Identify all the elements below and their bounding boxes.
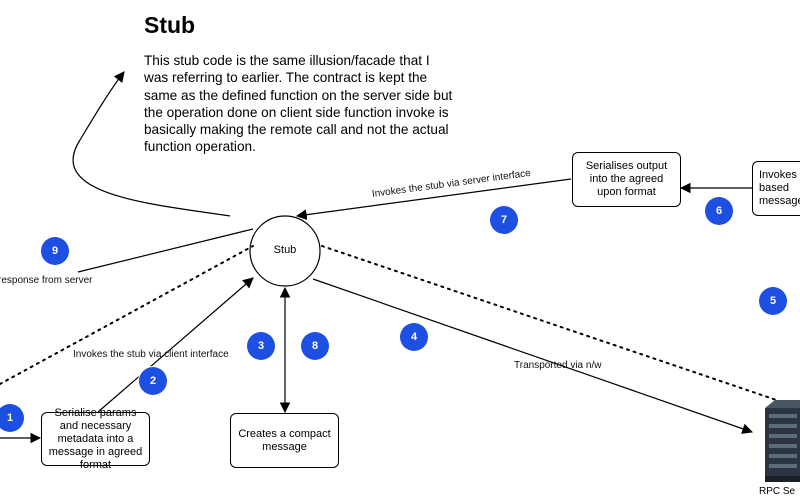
- stub-description: This stub code is the same illusion/faca…: [144, 53, 453, 155]
- edge-transported: [312, 278, 754, 434]
- rpc-server-label: RPC Se: [759, 486, 796, 497]
- edge-label-client-interface: Invokes the stub via client interface: [73, 349, 229, 360]
- step-badge-2: 2: [139, 367, 167, 395]
- step-badge-9: 9: [41, 237, 69, 265]
- dotted-link-right: [321, 245, 800, 409]
- compact-message-box[interactable]: Creates a compact message: [230, 413, 339, 468]
- invokes-box[interactable]: Invokes based message: [752, 161, 800, 216]
- page-title: Stub: [144, 12, 196, 38]
- invokes-text: Invokes based message: [759, 169, 800, 207]
- serialise-params-box[interactable]: Serialise params and necessary metadata …: [41, 407, 150, 471]
- serialise-params-text: Serialise params and necessary metadata …: [48, 406, 143, 471]
- edge-label-response: response from server: [0, 275, 93, 286]
- step-badge-8: 8: [301, 332, 329, 360]
- stub-node[interactable]: [249, 215, 321, 287]
- step-badge-5: 5: [759, 287, 787, 315]
- edge-response: [77, 228, 254, 273]
- serialise-output-text: Serialises output into the agreed upon f…: [585, 160, 668, 198]
- server-icon: [765, 400, 800, 482]
- curve-arrow-to-description: [72, 71, 231, 217]
- step-badge-1: 1: [0, 404, 24, 432]
- dotted-link-left: [0, 245, 254, 385]
- edge-client-interface: [97, 277, 254, 413]
- step-badge-4: 4: [400, 323, 428, 351]
- edge-server-interface: [295, 178, 572, 221]
- stub-label: Stub: [273, 244, 297, 256]
- step-badge-7: 7: [490, 206, 518, 234]
- compact-message-text: Creates a compact message: [238, 427, 331, 453]
- edge-label-transported: Transported via n/w: [514, 360, 602, 371]
- serialise-output-box[interactable]: Serialises output into the agreed upon f…: [572, 152, 681, 207]
- step-badge-6: 6: [705, 197, 733, 225]
- step-badge-3: 3: [247, 332, 275, 360]
